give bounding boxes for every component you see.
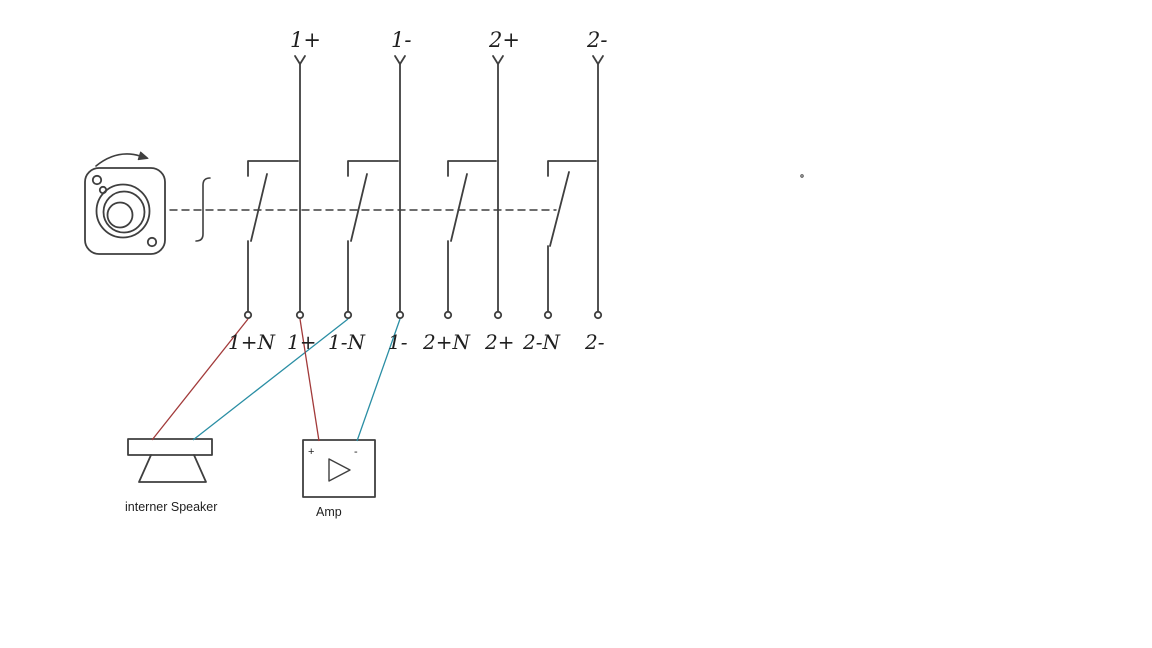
bottom-terminal-label-4: 1-: [388, 330, 408, 354]
wire-speaker-negative: [192, 318, 349, 441]
bottom-terminal-label-8: 2-: [584, 330, 605, 354]
connector-screw-topleft: [91, 174, 103, 186]
top-fork-icon: [592, 55, 604, 65]
internal-speaker-symbol: [127, 438, 213, 483]
connector-pin-dot: [98, 185, 108, 195]
amp-minus-label: -: [354, 446, 358, 458]
label-layer: 1+ 1- 2+ 2- 1+N 1+ 1-N 1- 2+N 2+ 2-N 2- …: [125, 28, 607, 519]
wire-amp-negative: [356, 318, 401, 442]
speaker-cone: [138, 454, 207, 483]
connector-screw-bottomright: [146, 236, 158, 248]
terminal-circle: [395, 310, 405, 320]
speakon-connector: [84, 167, 166, 255]
bottom-terminal-label-2: 1+: [287, 330, 316, 354]
bottom-terminal-label-6: 2+: [484, 330, 514, 354]
stray-dot: [800, 174, 804, 178]
terminal-n-circle: [543, 310, 553, 320]
top-fork-icon: [492, 55, 504, 65]
step-bar: [347, 160, 399, 177]
switch-pole-4: [543, 55, 604, 320]
top-fork-icon: [394, 55, 406, 65]
plug-actuator-bracket: [195, 177, 211, 242]
bottom-terminal-label-3: 1-N: [328, 330, 366, 354]
top-fork-icon: [294, 55, 306, 65]
terminal-n-circle: [343, 310, 353, 320]
rotation-arrowhead-icon: [137, 151, 149, 161]
top-terminal-label-3: 2+: [488, 28, 520, 52]
connector-flange: [84, 167, 166, 255]
switch-pole-2: [343, 55, 406, 320]
bottom-terminal-label-5: 2+N: [422, 330, 471, 354]
amp-label: Amp: [316, 505, 342, 519]
amp-symbol: [302, 439, 376, 498]
amp-triangle-icon: [328, 458, 351, 482]
terminal-circle: [593, 310, 603, 320]
bottom-terminal-label-7: 2-N: [522, 330, 561, 354]
wire-speaker-positive: [151, 318, 249, 441]
step-bar: [247, 160, 299, 177]
wire-amp-positive: [299, 318, 320, 442]
connector-barrel-mid: [102, 190, 146, 234]
contact-blade: [549, 171, 570, 247]
step-bar: [547, 160, 597, 177]
amp-plus-label: +: [308, 446, 314, 458]
contact-blade: [250, 173, 268, 242]
amp-box: [302, 439, 376, 498]
contact-blade: [350, 173, 368, 242]
line-art-layer: [84, 55, 804, 498]
terminal-circle: [493, 310, 503, 320]
contact-blade: [450, 173, 468, 242]
bottom-terminal-label-1: 1+N: [228, 330, 276, 354]
wire-layer: [151, 318, 401, 442]
terminal-circle: [295, 310, 305, 320]
top-terminal-label-1: 1+: [290, 28, 321, 52]
step-bar: [447, 160, 497, 177]
speaker-body-rect: [127, 438, 213, 456]
rotation-arrow: [95, 153, 141, 167]
speaker-label: interner Speaker: [125, 500, 217, 514]
connector-barrel-inner: [106, 201, 134, 229]
switch-pole-1: [243, 55, 306, 320]
terminal-n-circle: [443, 310, 453, 320]
terminal-n-circle: [243, 310, 253, 320]
top-terminal-label-4: 2-: [586, 28, 607, 52]
switch-pole-3: [443, 55, 504, 320]
top-terminal-label-2: 1-: [391, 28, 411, 52]
connector-barrel-outer: [95, 183, 151, 239]
